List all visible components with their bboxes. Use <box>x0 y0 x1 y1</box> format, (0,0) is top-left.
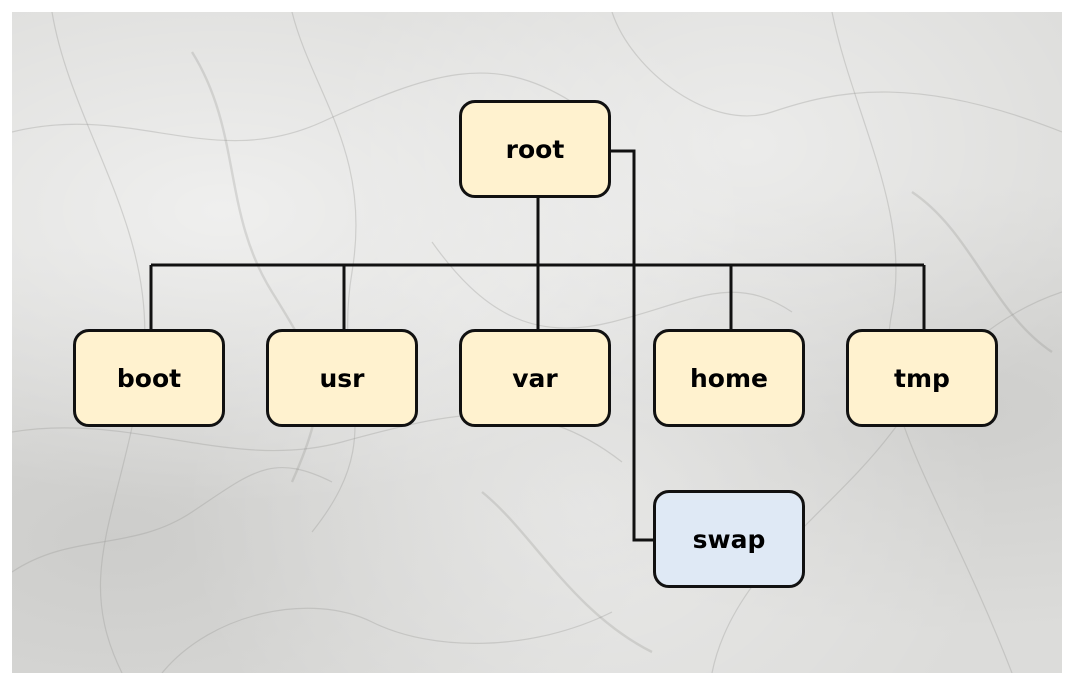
node-swap-label: swap <box>692 524 766 554</box>
node-home-label: home <box>690 363 768 393</box>
node-root-label: root <box>505 134 565 164</box>
node-tmp: tmp <box>846 329 998 427</box>
edge-to-swap <box>611 149 653 542</box>
node-root: root <box>459 100 611 198</box>
node-swap: swap <box>653 490 805 588</box>
tree-connectors <box>149 149 926 542</box>
node-boot: boot <box>73 329 225 427</box>
diagram-canvas: root boot usr var home tmp swap <box>12 12 1062 673</box>
node-home: home <box>653 329 805 427</box>
node-usr: usr <box>266 329 418 427</box>
node-var-label: var <box>512 363 558 393</box>
node-boot-label: boot <box>116 363 182 393</box>
marble-background-texture <box>12 12 1062 673</box>
node-tmp-label: tmp <box>894 363 950 393</box>
node-usr-label: usr <box>319 363 365 393</box>
node-var: var <box>459 329 611 427</box>
